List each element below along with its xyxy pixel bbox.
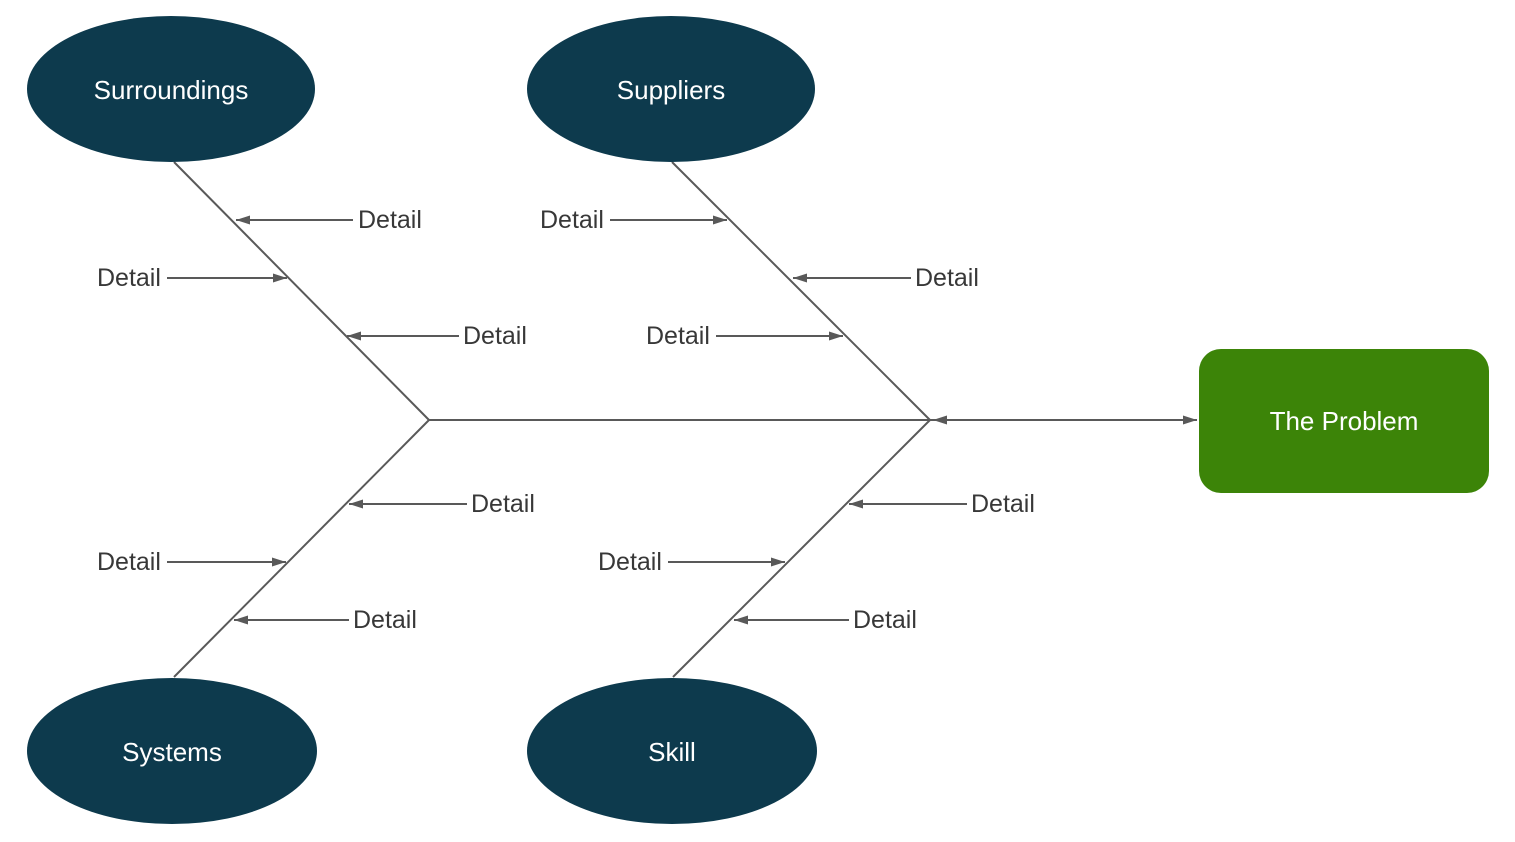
bone-systems	[173, 419, 430, 678]
category-ellipse-skill[interactable]	[527, 678, 817, 824]
problem-box[interactable]	[1199, 349, 1489, 493]
bone-suppliers	[671, 161, 931, 421]
category-node-surroundings[interactable]: Surroundings	[27, 16, 315, 162]
category-label: Suppliers	[617, 75, 725, 105]
detail-label[interactable]: Detail	[598, 548, 662, 576]
category-ellipse-suppliers[interactable]	[527, 16, 815, 162]
detail-label[interactable]: Detail	[540, 206, 604, 234]
detail-label[interactable]: Detail	[358, 206, 422, 234]
category-node-skill[interactable]: Skill	[527, 678, 817, 824]
detail-label[interactable]: Detail	[97, 264, 161, 292]
detail-label[interactable]: Detail	[97, 548, 161, 576]
category-label: Surroundings	[94, 75, 249, 105]
category-node-systems[interactable]: Systems	[27, 678, 317, 824]
detail-label[interactable]: Detail	[971, 490, 1035, 518]
detail-label[interactable]: Detail	[853, 606, 917, 634]
problem-node[interactable]: The Problem	[1199, 349, 1489, 493]
category-ellipse-systems[interactable]	[27, 678, 317, 824]
detail-label[interactable]: Detail	[353, 606, 417, 634]
detail-label[interactable]: Detail	[646, 322, 710, 350]
detail-label[interactable]: Detail	[471, 490, 535, 518]
problem-label: The Problem	[1270, 406, 1419, 436]
category-label: Systems	[122, 737, 222, 767]
bone-skill	[672, 419, 931, 678]
category-ellipse-surroundings[interactable]	[27, 16, 315, 162]
category-node-suppliers[interactable]: Suppliers	[527, 16, 815, 162]
bone-surroundings	[173, 161, 430, 421]
category-label: Skill	[648, 737, 696, 767]
detail-label[interactable]: Detail	[915, 264, 979, 292]
detail-label[interactable]: Detail	[463, 322, 527, 350]
